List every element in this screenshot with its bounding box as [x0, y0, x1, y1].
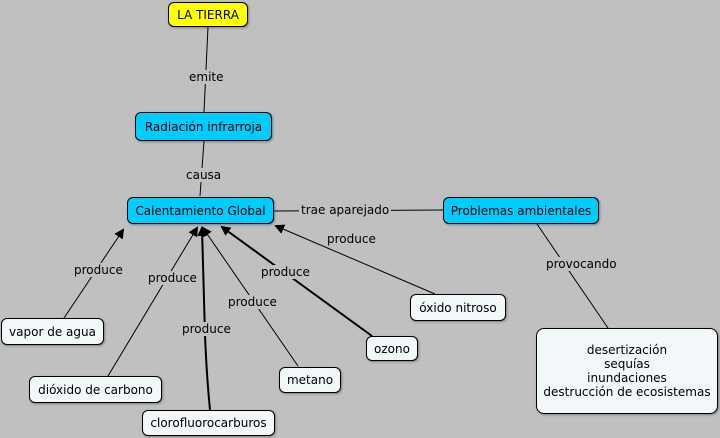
link-label-trae-aparejado: trae aparejado: [299, 203, 392, 217]
node-ozono[interactable]: ozono: [366, 336, 418, 361]
link-label-provocando: provocando: [544, 257, 619, 271]
node-calentamiento-global[interactable]: Calentamiento Global: [127, 197, 274, 224]
link-label-produce-ozono: produce: [259, 265, 312, 279]
link-label-produce-dioxido: produce: [146, 271, 199, 285]
node-efectos[interactable]: desertización sequías inundaciones destr…: [536, 328, 718, 414]
link-label-emite: emite: [187, 70, 226, 84]
node-radiacion-infrarroja[interactable]: Radiación infrarroja: [135, 112, 272, 141]
efecto-item: destrucción de ecosistemas: [543, 385, 711, 399]
node-clorofluorocarburos[interactable]: clorofluorocarburos: [142, 410, 275, 436]
node-problemas-ambientales[interactable]: Problemas ambientales: [443, 197, 599, 224]
efecto-item: sequías: [604, 357, 650, 371]
node-oxido-nitroso[interactable]: óxido nitroso: [410, 294, 506, 321]
efecto-item: inundaciones: [587, 371, 667, 385]
node-vapor-de-agua[interactable]: vapor de agua: [1, 318, 104, 345]
link-label-produce-vapor: produce: [72, 263, 125, 277]
link-label-causa: causa: [184, 168, 224, 182]
node-la-tierra[interactable]: LA TIERRA: [168, 2, 248, 27]
efecto-item: desertización: [586, 343, 668, 357]
link-label-produce-oxido: produce: [325, 232, 378, 246]
link-label-produce-cfc: produce: [180, 322, 233, 336]
link-label-produce-metano: produce: [226, 295, 279, 309]
node-dioxido-de-carbono[interactable]: dióxido de carbono: [29, 376, 162, 403]
node-metano[interactable]: metano: [279, 367, 341, 393]
